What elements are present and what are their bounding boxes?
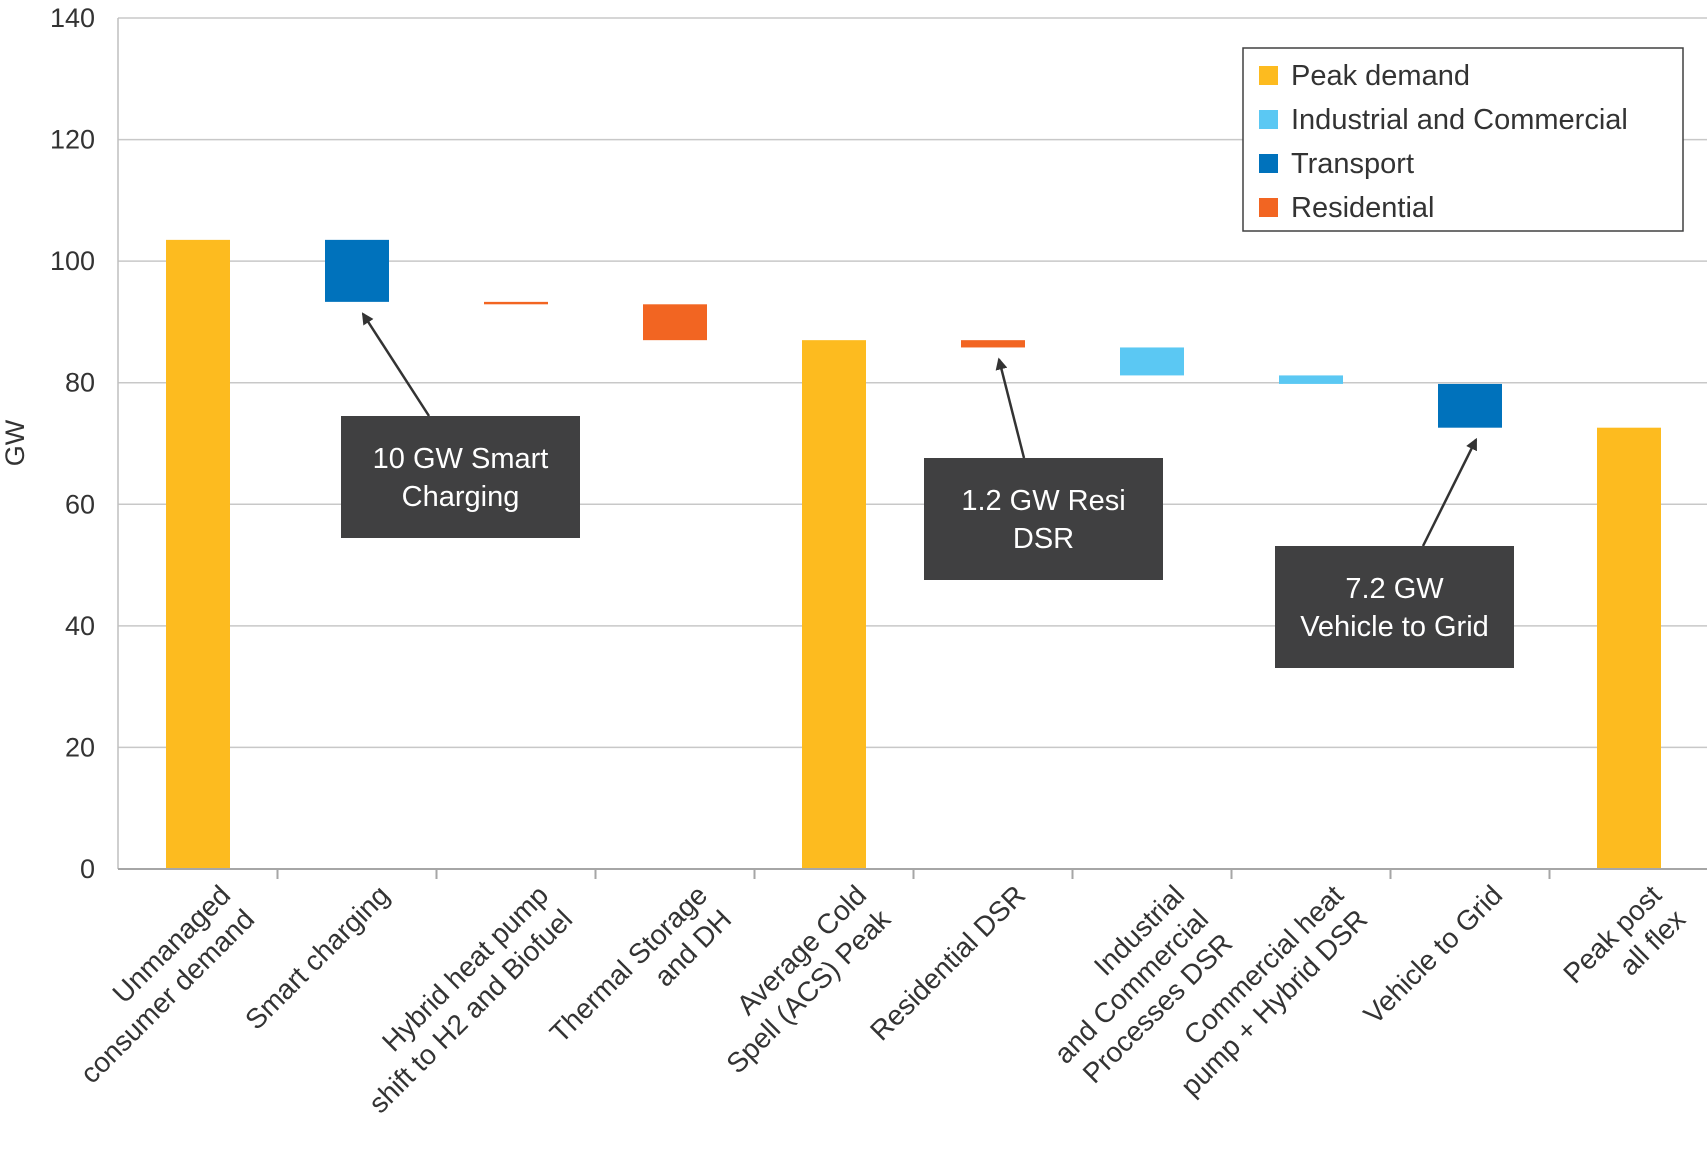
- callout-text: 10 GW Smart: [373, 443, 549, 475]
- x-category-label: Vehicle to Grid: [1358, 879, 1509, 1030]
- bar: [643, 304, 707, 341]
- x-category-label-line: Smart charging: [239, 879, 395, 1035]
- legend-item: Peak demand: [1259, 60, 1470, 92]
- y-tick-label: 120: [50, 125, 95, 155]
- legend-label: Residential: [1291, 192, 1434, 224]
- legend-item: Transport: [1259, 148, 1414, 180]
- bar: [961, 340, 1025, 348]
- callout-text: DSR: [1013, 523, 1074, 555]
- callout-arrow: [1421, 437, 1478, 547]
- y-axis-title: GW: [0, 419, 30, 466]
- legend-swatch: [1259, 198, 1278, 217]
- x-category-label-line: Residential DSR: [864, 879, 1031, 1046]
- x-category-label-line: Vehicle to Grid: [1358, 879, 1509, 1030]
- legend-label: Transport: [1291, 148, 1414, 180]
- x-category-label: Residential DSR: [864, 879, 1031, 1046]
- y-tick-label: 0: [80, 854, 95, 884]
- y-axis-ticks: 0 20 40 60 80 100 120 140: [50, 3, 95, 884]
- bar: [802, 340, 866, 869]
- callout-arrow: [995, 357, 1026, 459]
- legend-label: Industrial and Commercial: [1291, 104, 1628, 136]
- x-category-label: Smart charging: [239, 879, 395, 1035]
- bar: [1597, 427, 1661, 869]
- callout-box: [341, 416, 580, 538]
- bar: [1120, 347, 1184, 376]
- bars: [166, 239, 1661, 869]
- callout-arrow: [361, 312, 431, 417]
- y-tick-label: 140: [50, 3, 95, 33]
- legend-item: Industrial and Commercial: [1259, 104, 1628, 136]
- x-category-label-line: shift to H2 and Biofuel: [363, 903, 579, 1119]
- bar: [166, 239, 230, 869]
- callout-box: [1275, 546, 1514, 668]
- x-axis: [118, 868, 1707, 879]
- callout-text: Vehicle to Grid: [1300, 611, 1489, 643]
- callout: 7.2 GW Vehicle to Grid: [1275, 437, 1514, 668]
- bar: [1438, 383, 1502, 428]
- y-tick-label: 100: [50, 246, 95, 276]
- callout-text: 7.2 GW: [1345, 573, 1444, 605]
- bar: [325, 239, 389, 302]
- callout-box: [924, 458, 1163, 580]
- bar: [1279, 375, 1343, 384]
- legend-swatch: [1259, 66, 1278, 85]
- legend-swatch: [1259, 110, 1278, 129]
- y-tick-label: 60: [65, 489, 95, 519]
- bar: [484, 301, 548, 305]
- y-tick-label: 40: [65, 611, 95, 641]
- legend-swatch: [1259, 154, 1278, 173]
- legend-box: [1242, 47, 1684, 232]
- callout-text: Charging: [402, 481, 520, 513]
- y-tick-label: 20: [65, 732, 95, 762]
- legend-item: Residential: [1259, 192, 1434, 224]
- y-tick-label: 80: [65, 368, 95, 398]
- legend-label: Peak demand: [1291, 60, 1470, 92]
- callout-text: 1.2 GW Resi: [961, 485, 1125, 517]
